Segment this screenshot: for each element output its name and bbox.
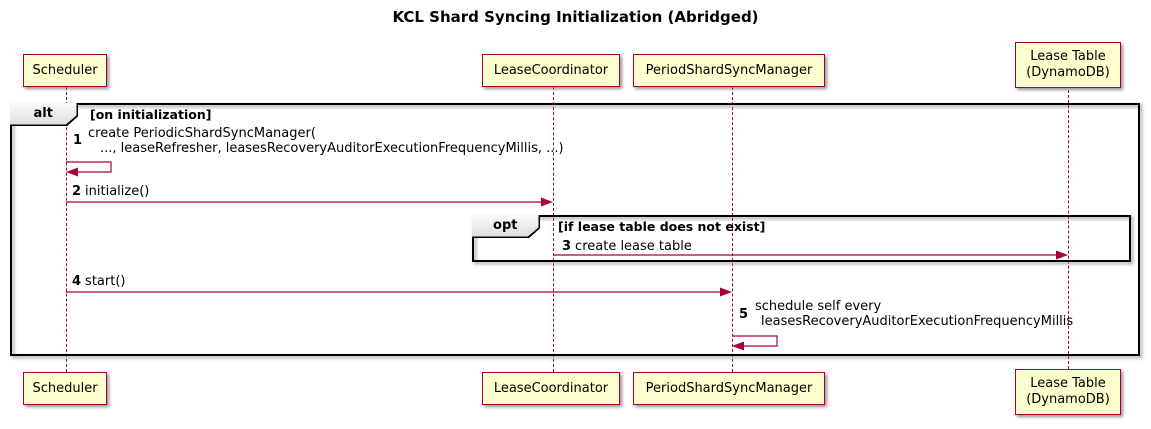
alt-operator-pentagon: alt [10,103,78,126]
participant-scheduler-bottom: Scheduler [23,372,107,405]
alt-operator-label: alt [10,103,77,125]
lifeline-lease-coordinator [552,87,554,372]
lifeline-lease-table [1067,85,1069,369]
opt-guard: [if lease table does not exist] [558,219,766,234]
participant-period-shard-sync-manager-bottom: PeriodShardSyncManager [633,372,825,405]
lifeline-scheduler [65,87,67,372]
participant-lease-table-top: Lease Table (DynamoDB) [1015,42,1121,88]
diagram-title: KCL Shard Syncing Initialization (Abridg… [392,8,759,26]
message-1-text: create PeriodicShardSyncManager( ..., le… [88,126,564,156]
lifeline-period-shard-sync-manager [731,87,733,372]
message-5-seq: 5 [739,307,749,322]
participant-period-shard-sync-manager-top: PeriodShardSyncManager [633,54,825,87]
participant-scheduler-top: Scheduler [23,54,107,87]
message-5-text: schedule self every leasesRecoveryAudito… [755,299,1074,329]
opt-operator-pentagon: opt [472,215,540,238]
message-1-seq: 1 [73,133,83,148]
participant-lease-coordinator-top: LeaseCoordinator [482,54,620,87]
opt-operator-label: opt [472,215,539,237]
alt-guard: [on initialization] [90,107,212,122]
participant-lease-table-bottom: Lease Table (DynamoDB) [1015,369,1121,415]
opt-frame [472,215,1131,262]
participant-lease-coordinator-bottom: LeaseCoordinator [482,372,620,405]
alt-frame [10,103,1140,356]
